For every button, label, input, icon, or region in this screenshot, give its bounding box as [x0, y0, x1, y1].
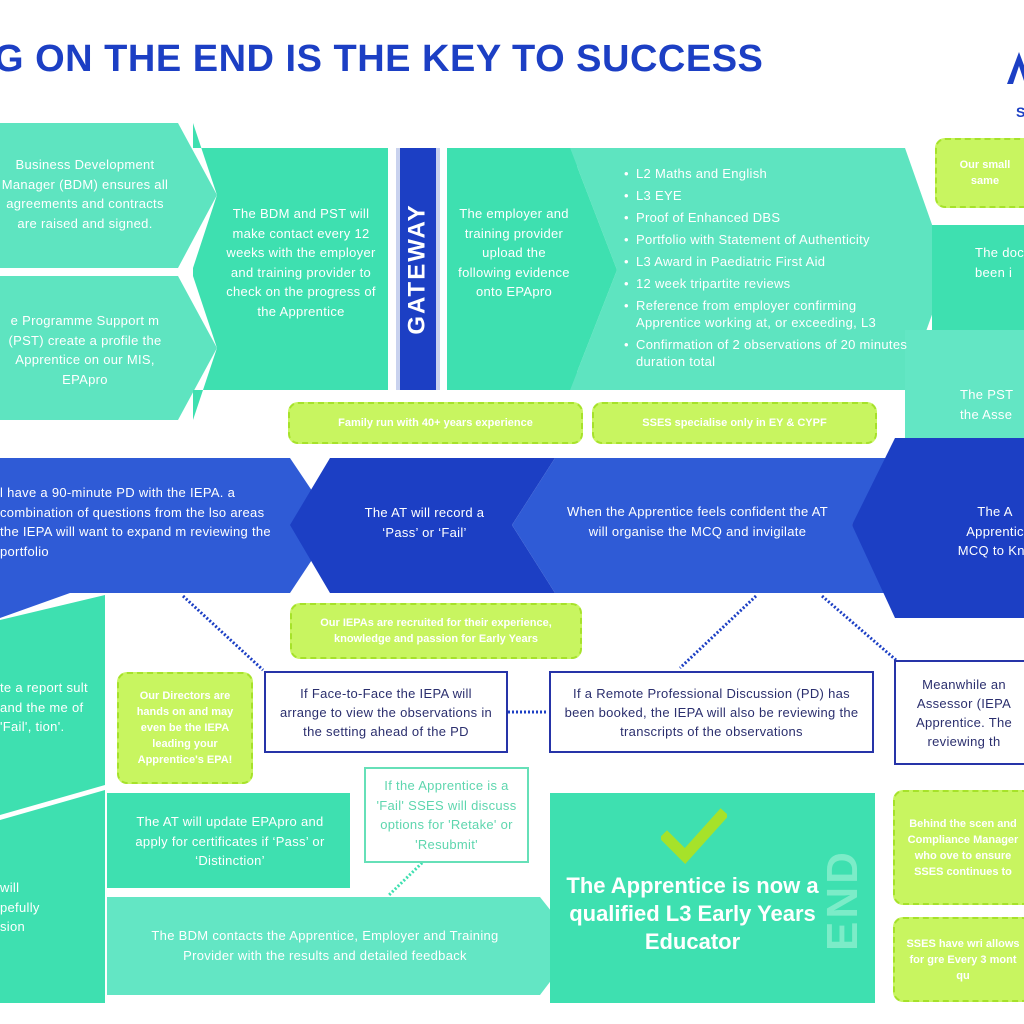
right-doc-panel: [932, 225, 1024, 340]
upload-text: The employer and training provider uploa…: [458, 206, 570, 299]
iepa-badge: Our IEPAs are recruited for their experi…: [290, 603, 582, 659]
specialise-badge: SSES specialise only in EY & CYPF: [592, 402, 877, 444]
pd-text: l have a 90-minute PD with the IEPA. a c…: [0, 485, 271, 559]
check-icon: [661, 808, 727, 864]
contacts-text: The BDM contacts the Apprentice, Employe…: [151, 928, 499, 963]
evidence-item: 12 week tripartite reviews: [624, 275, 912, 292]
logo-icon: [1007, 52, 1024, 84]
right-top-badge: Our small same: [935, 138, 1024, 208]
qualified-text: The Apprentice is now a qualified L3 Ear…: [566, 873, 819, 954]
evidence-item: Portfolio with Statement of Authenticity: [624, 231, 912, 248]
contact-text: The BDM and PST will make contact every …: [226, 206, 376, 319]
logo-text: S: [1016, 104, 1024, 120]
end-label: END: [818, 849, 867, 951]
meanwhile-box: Meanwhile an Assessor (IEPA Apprentice. …: [894, 660, 1024, 765]
pd-tail: [0, 593, 70, 618]
f2f-box: If Face-to-Face the IEPA will arrange to…: [264, 671, 508, 753]
contacts-arrow: [107, 897, 578, 995]
pd-arrow: [0, 458, 335, 593]
right-pst-panel: [905, 330, 1024, 460]
right-blue-text: The A Apprentic MCQ to Kno: [957, 504, 1024, 558]
evidence-list: L2 Maths and English L3 EYE Proof of Enh…: [622, 165, 912, 375]
family-badge: Family run with 40+ years experience: [288, 402, 583, 444]
right-pst-text: The PST the Asse: [960, 387, 1014, 422]
mcq-arrow: [512, 458, 895, 593]
bdm-arrow: [0, 123, 217, 268]
gateway-label: GATEWAY: [404, 203, 432, 335]
bdm-text: Business Development Manager (BDM) ensur…: [1, 157, 169, 231]
record-text: The AT will record a ‘Pass’ or ‘Fail’: [364, 505, 485, 540]
evidence-item: Proof of Enhanced DBS: [624, 209, 912, 226]
fail-box: If the Apprentice is a 'Fail' SSES will …: [364, 767, 529, 863]
report-text: te a report sult and the me of 'Fail', t…: [0, 680, 88, 734]
mcq-text: When the Apprentice feels confident the …: [567, 504, 828, 539]
evidence-item: L3 Award in Paediatric First Aid: [624, 253, 912, 270]
end-label-wrap: END: [818, 845, 868, 955]
page-title: G ON THE END IS THE KEY TO SUCCESS: [0, 38, 764, 80]
evidence-item: L2 Maths and English: [624, 165, 912, 182]
remote-box: If a Remote Professional Discussion (PD)…: [549, 671, 874, 753]
upload-arrow-tip: [570, 148, 617, 390]
evidence-item: Reference from employer confirming Appre…: [624, 297, 912, 331]
will-text: will pefully sion: [0, 880, 40, 934]
pst-text: e Programme Support m (PST) create a pro…: [8, 313, 162, 387]
right-blue-arrow: [852, 438, 1024, 618]
directors-badge: Our Directors are hands on and may even …: [117, 672, 253, 784]
update-panel: [107, 793, 350, 888]
upload-panel: [447, 148, 577, 390]
update-text: The AT will update EPApro and apply for …: [135, 814, 325, 868]
will-panel: [0, 790, 105, 1003]
right-doc-text: The docu been i: [975, 245, 1024, 280]
sses-have-badge: SSES have wri allows for gre Every 3 mon…: [893, 917, 1024, 1002]
behind-badge: Behind the scen and Compliance Manager w…: [893, 790, 1024, 905]
report-panel: [0, 595, 105, 815]
evidence-item: L3 EYE: [624, 187, 912, 204]
record-arrow: [290, 458, 555, 593]
contact-panel: [193, 123, 388, 420]
evidence-item: Confirmation of 2 observations of 20 min…: [624, 336, 912, 370]
pst-arrow: [0, 276, 217, 420]
gateway-banner: GATEWAY: [396, 148, 440, 390]
